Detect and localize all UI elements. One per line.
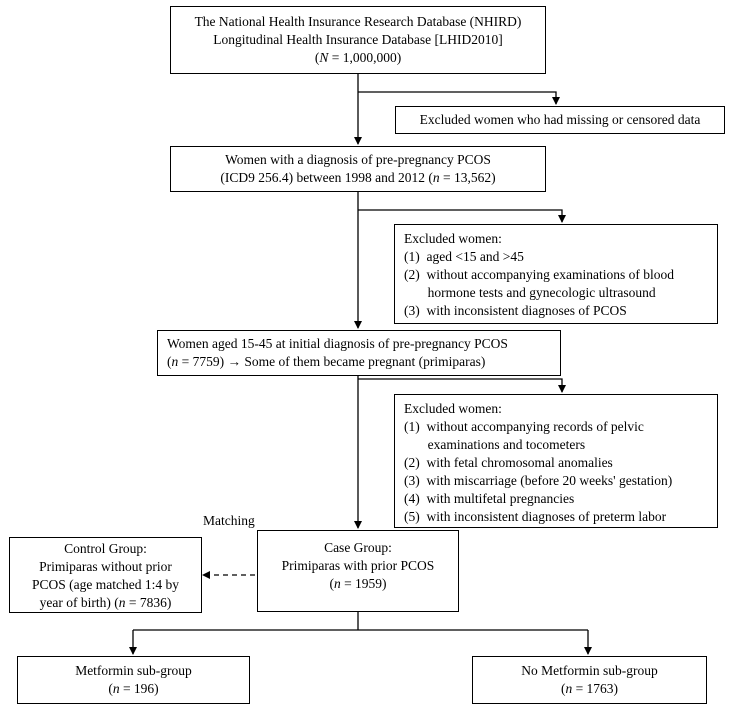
control-group-box: Control Group: Primiparas without prior … (9, 537, 202, 613)
exclusion-3-item: (3) with miscarriage (before 20 weeks' g… (404, 473, 673, 488)
metformin-line-2: (n = 196) (108, 681, 159, 696)
source-line-1: The National Health Insurance Research D… (194, 14, 522, 29)
source-database-box: The National Health Insurance Research D… (170, 6, 546, 74)
exclusion-2-item: (3) with inconsistent diagnoses of PCOS (404, 303, 627, 318)
exclusion-3-item: (4) with multifetal pregnancies (404, 491, 575, 506)
exclusion-3-item: (1) without accompanying records of pelv… (404, 419, 644, 434)
arrow-to-exclusion-3 (358, 378, 566, 393)
pcos-line-2: (ICD9 256.4) between 1998 and 2012 (n = … (220, 170, 496, 185)
exclusion-3-item: (2) with fetal chromosomal anomalies (404, 455, 613, 470)
exclusion-box-2: Excluded women: (1) aged <15 and >45 (2)… (394, 224, 718, 324)
exclusion-2-item: hormone tests and gynecologic ultrasound (404, 285, 656, 300)
exclusion-box-1: Excluded women who had missing or censor… (395, 106, 725, 134)
pcos-diagnosis-box: Women with a diagnosis of pre-pregnancy … (170, 146, 546, 192)
case-line-1: Case Group: (324, 540, 392, 555)
case-group-box: Case Group: Primiparas with prior PCOS (… (257, 530, 459, 612)
source-line-3: (N = 1,000,000) (314, 50, 402, 65)
pcos-line-1: Women with a diagnosis of pre-pregnancy … (225, 152, 491, 167)
matching-label: Matching (203, 513, 255, 528)
exclusion-3-item: examinations and tocometers (404, 437, 586, 452)
control-line-4: year of birth) (n = 7836) (39, 595, 172, 610)
source-line-2: Longitudinal Health Insurance Database [… (213, 32, 503, 47)
aged-15-45-box: Women aged 15-45 at initial diagnosis of… (157, 330, 561, 376)
metformin-subgroup-box: Metformin sub-group (n = 196) (17, 656, 250, 704)
no-metformin-line-2: (n = 1763) (560, 681, 619, 696)
control-line-1: Control Group: (64, 541, 147, 556)
arrow-to-exclusion-1 (358, 91, 560, 105)
exclusion-2-item: (1) aged <15 and >45 (404, 249, 524, 264)
no-metformin-line-1: No Metformin sub-group (521, 663, 658, 678)
exclusion-1-text: Excluded women who had missing or censor… (419, 112, 701, 127)
exclusion-3-item: (5) with inconsistent diagnoses of prete… (404, 509, 667, 524)
exclusion-2-title: Excluded women: (404, 231, 502, 246)
arrow-to-exclusion-2 (358, 209, 566, 223)
exclusion-2-item: (2) without accompanying examinations of… (404, 267, 674, 282)
exclusion-box-3: Excluded women: (1) without accompanying… (394, 394, 718, 528)
case-line-3: (n = 1959) (329, 576, 387, 591)
metformin-line-1: Metformin sub-group (75, 663, 192, 678)
case-line-2: Primiparas with prior PCOS (281, 558, 435, 573)
exclusion-3-title: Excluded women: (404, 401, 502, 416)
control-line-2: Primiparas without prior (39, 559, 172, 574)
aged-line-2: (n = 7759) → Some of them became pregnan… (167, 354, 486, 369)
control-line-3: PCOS (age matched 1:4 by (32, 577, 179, 592)
no-metformin-subgroup-box: No Metformin sub-group (n = 1763) (472, 656, 707, 704)
aged-line-1: Women aged 15-45 at initial diagnosis of… (167, 336, 508, 351)
